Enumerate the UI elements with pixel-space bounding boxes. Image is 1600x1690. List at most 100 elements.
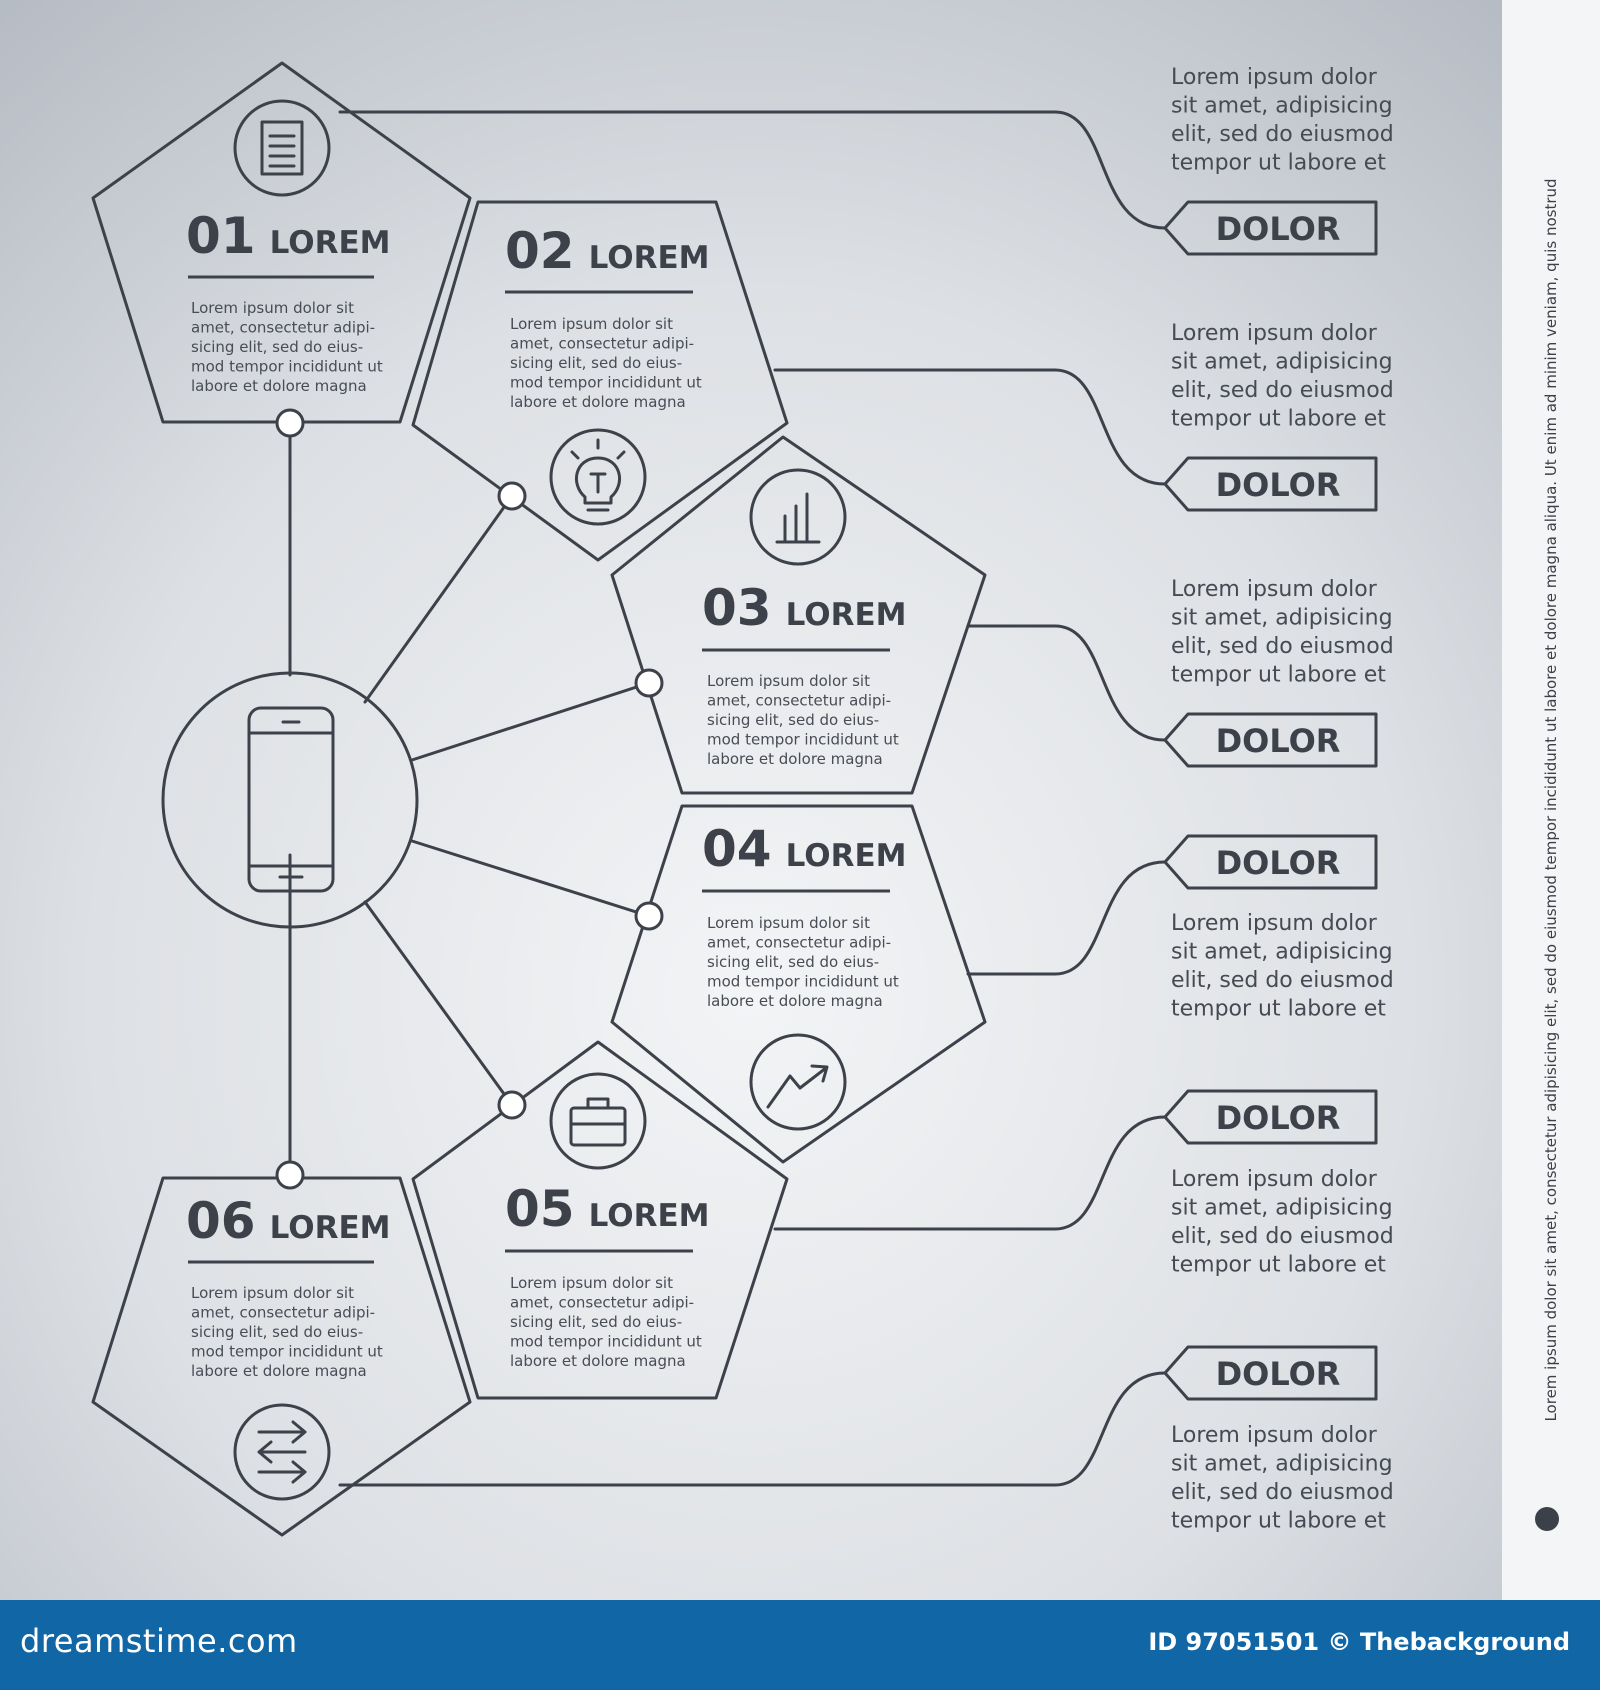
connector-lines	[288, 110, 1167, 1487]
step-shapes	[91, 61, 987, 1537]
connector-curve-2	[773, 368, 1167, 486]
step-6-pentagon	[91, 1176, 472, 1537]
connection-dot-5	[497, 1090, 527, 1120]
step-6-text-line-3: sicing elit, sed do eius-	[191, 1323, 363, 1341]
connector-curve-5	[773, 1115, 1167, 1231]
step-4-text-line-3: sicing elit, sed do eius-	[707, 953, 879, 971]
bar-chart-icon-circle	[749, 468, 847, 566]
step-3-title: LOREM	[786, 597, 907, 633]
side-note-6-line-2: sit amet, adipisicing	[1171, 1452, 1393, 1477]
step-5-pentagon	[411, 1040, 789, 1400]
step-2-text-line-5: labore et dolore magna	[510, 393, 686, 411]
step-5-text-line-1: Lorem ipsum dolor sit	[510, 1274, 673, 1292]
step-1-text-line-3: sicing elit, sed do eius-	[191, 338, 363, 356]
step-5-heading: 05 LOREM	[505, 1180, 710, 1238]
side-note-1-line-3: elit, sed do eiusmod	[1171, 122, 1394, 147]
side-notes: DOLOR Lorem ipsum dolor sit amet, adipisic…	[1163, 65, 1394, 1534]
footer-image-id: ID 97051501 © Thebackground	[1148, 1628, 1570, 1656]
side-note-2-line-4: tempor ut labore et	[1171, 407, 1386, 432]
step-1-text-line-5: labore et dolore magna	[191, 377, 367, 395]
document-icon	[260, 120, 304, 176]
step-3-text-line-1: Lorem ipsum dolor sit	[707, 672, 870, 690]
side-note-5-line-4: tempor ut labore et	[1171, 1253, 1386, 1278]
step-1-heading: 01 LOREM	[186, 207, 391, 265]
step-4-pentagon	[610, 804, 987, 1164]
step-6-text-line-2: amet, consectetur adipi-	[191, 1304, 375, 1322]
hub-spoke-4	[410, 681, 651, 762]
document-icon-circle	[233, 99, 331, 197]
dolor-tag-1	[1163, 200, 1378, 256]
side-note-1-line-4: tempor ut labore et	[1171, 151, 1386, 176]
side-note-3-line-3: elit, sed do eiusmod	[1171, 634, 1394, 659]
sidebar-vertical-text: Lorem ipsum dolor sit amet, consectetur …	[1542, 178, 1560, 1422]
step-4-text-line-5: labore et dolore magna	[707, 992, 883, 1010]
footer-bar: dreamstime.com ID 97051501 © Thebackgrou…	[0, 1600, 1600, 1690]
step-6-heading: 06 LOREM	[186, 1192, 391, 1250]
step-3-number: 03	[702, 579, 772, 637]
connection-dot-2	[497, 481, 527, 511]
side-note-2-line-2: sit amet, adipisicing	[1171, 350, 1393, 375]
side-note-6-line-1: Lorem ipsum dolor	[1171, 1423, 1378, 1448]
side-note-4-line-3: elit, sed do eiusmod	[1171, 968, 1394, 993]
step-3-text-line-3: sicing elit, sed do eius-	[707, 711, 879, 729]
dolor-tag-4	[1163, 834, 1378, 890]
lightbulb-icon-filament	[589, 472, 607, 494]
step-5-title: LOREM	[589, 1198, 710, 1234]
connection-dot-1	[275, 408, 305, 438]
dolor-tag-3-label: DOLOR	[1216, 722, 1341, 760]
connector-curve-3	[966, 624, 1167, 742]
step-3-text-line-5: labore et dolore magna	[707, 750, 883, 768]
step-4-text-line-1: Lorem ipsum dolor sit	[707, 914, 870, 932]
dolor-tag-3	[1163, 712, 1378, 768]
smartphone-icon	[247, 706, 335, 893]
step-6-number: 06	[186, 1192, 256, 1250]
briefcase-icon-handle	[569, 1097, 627, 1126]
side-note-3-line-4: tempor ut labore et	[1171, 663, 1386, 688]
side-note-6-line-3: elit, sed do eiusmod	[1171, 1480, 1394, 1505]
step-3-text-line-2: amet, consectetur adipi-	[707, 692, 891, 710]
connector-curve-1	[338, 110, 1167, 230]
side-note-1-line-1: Lorem ipsum dolor	[1171, 65, 1378, 90]
lightbulb-icon	[575, 456, 621, 505]
dolor-tag-6-label: DOLOR	[1216, 1355, 1341, 1393]
footer-logo: dreamstime.com	[20, 1622, 298, 1660]
step-4-text-line-2: amet, consectetur adipi-	[707, 934, 891, 952]
step-2-title: LOREM	[589, 240, 710, 276]
step-3-pentagon	[610, 435, 987, 795]
side-note-5-line-3: elit, sed do eiusmod	[1171, 1224, 1394, 1249]
step-1-text-line-1: Lorem ipsum dolor sit	[191, 299, 354, 317]
step-1-number: 01	[186, 207, 256, 265]
connection-dot-6	[275, 1160, 305, 1190]
step-6-title: LOREM	[270, 1210, 391, 1246]
hub-spoke-3	[363, 494, 514, 704]
lightbulb-icon-circle	[549, 428, 647, 526]
dolor-tag-6	[1163, 1345, 1378, 1401]
step-6-text-line-5: labore et dolore magna	[191, 1362, 367, 1380]
dolor-tag-2	[1163, 456, 1378, 512]
step-5-text-line-4: mod tempor incididunt ut	[510, 1333, 702, 1351]
step-4-text-line-4: mod tempor incididunt ut	[707, 973, 899, 991]
step-5-text-line-3: sicing elit, sed do eius-	[510, 1313, 682, 1331]
step-5-number: 05	[505, 1180, 575, 1238]
connector-curve-6	[338, 1371, 1167, 1487]
step-4-number: 04	[702, 820, 772, 878]
step-2-text-line-2: amet, consectetur adipi-	[510, 335, 694, 353]
side-note-6-line-4: tempor ut labore et	[1171, 1509, 1386, 1534]
side-note-4-line-1: Lorem ipsum dolor	[1171, 911, 1378, 936]
step-2-heading: 02 LOREM	[505, 222, 710, 280]
sidebar	[1502, 0, 1600, 1600]
side-note-2-line-1: Lorem ipsum dolor	[1171, 321, 1378, 346]
side-note-5-line-1: Lorem ipsum dolor	[1171, 1167, 1378, 1192]
step-2-pentagon	[411, 200, 789, 562]
side-note-3-line-2: sit amet, adipisicing	[1171, 606, 1393, 631]
hub-spoke-5	[410, 839, 651, 918]
transfer-arrows-icon-circle	[233, 1403, 331, 1501]
trend-arrow-icon-circle	[749, 1033, 847, 1131]
trend-arrow-icon	[766, 1064, 829, 1109]
dolor-tag-5	[1163, 1089, 1378, 1145]
step-1-title: LOREM	[270, 225, 391, 261]
step-5-text-line-2: amet, consectetur adipi-	[510, 1294, 694, 1312]
step-2-number: 02	[505, 222, 575, 280]
